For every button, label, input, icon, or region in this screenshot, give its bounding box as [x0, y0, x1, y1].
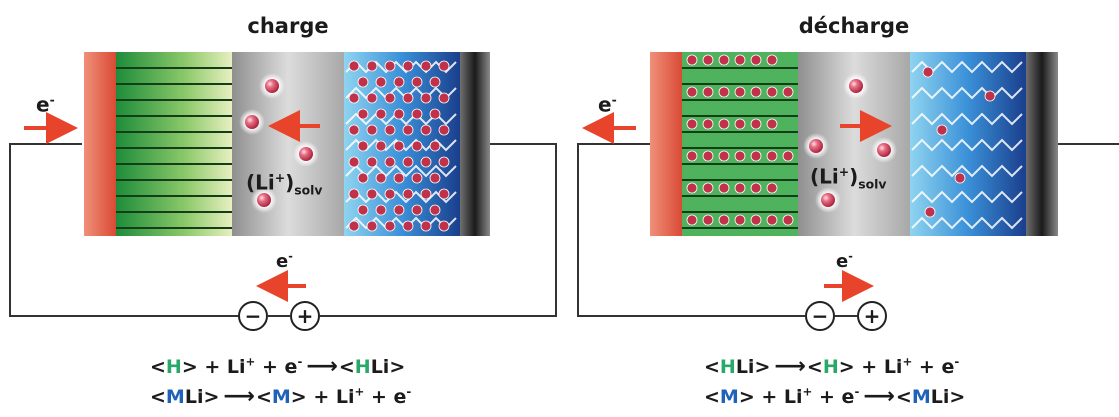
- reaction-arrow-icon: ⟶: [774, 354, 806, 379]
- charge-circuit-wire: [9, 143, 238, 317]
- charge-electron-label: e-: [36, 92, 55, 117]
- reaction-arrow-icon: ⟶: [306, 354, 338, 379]
- decharge-plus-symbol: +: [863, 304, 881, 328]
- charge-cathode-ions: [348, 60, 450, 232]
- decharge-intercalated-ions: [686, 54, 794, 226]
- decharge-graphite-layers: [682, 67, 798, 229]
- decharge-wire-electron-label: e-: [836, 250, 853, 272]
- charge-circuit-wire-right: [320, 143, 557, 317]
- decharge-collector-right: [1026, 52, 1058, 236]
- decharge-equation-2: <M> + Li+ + e-⟶<MLi>: [704, 384, 966, 409]
- charge-title: charge: [247, 14, 329, 38]
- charge-minus-terminal: [238, 301, 268, 331]
- decharge-solvated-ions: [803, 73, 897, 213]
- decharge-circuit-wire: [577, 143, 805, 317]
- charge-graphite-layers: [116, 67, 232, 229]
- decharge-collector-left: [650, 52, 682, 236]
- decharge-equation-1: <HLi>⟶<H> + Li+ + e-: [704, 354, 960, 379]
- charge-electrolyte: [232, 52, 344, 236]
- charge-panel: [9, 52, 557, 331]
- charge-equation-1: <H> + Li+ + e-⟶<HLi>: [150, 354, 406, 379]
- reaction-arrow-icon: ⟶: [223, 384, 255, 409]
- charge-collector-right: [460, 52, 490, 236]
- reaction-arrow-icon: ⟶: [863, 384, 895, 409]
- charge-plus-terminal: [290, 301, 320, 331]
- decharge-minus-terminal: [805, 301, 835, 331]
- decharge-plus-terminal: [857, 301, 887, 331]
- charge-anode-graphite: [116, 52, 232, 236]
- decharge-anode-graphite: [682, 52, 798, 236]
- charge-ion-label: (Li+)solv: [246, 170, 323, 198]
- decharge-panel: [577, 52, 1119, 331]
- charge-solvated-ions: [239, 73, 319, 213]
- decharge-minus-symbol: −: [811, 304, 829, 328]
- decharge-ion-label: (Li+)solv: [810, 164, 887, 192]
- decharge-cathode-ions: [922, 66, 996, 218]
- decharge-electron-label: e-: [598, 92, 617, 117]
- decharge-cathode-zigzag: [911, 60, 1023, 230]
- charge-plus-symbol: +: [296, 304, 314, 328]
- charge-wire-electron-label: e-: [276, 250, 293, 272]
- decharge-title: décharge: [798, 14, 910, 38]
- charge-minus-symbol: −: [244, 304, 262, 328]
- charge-collector-left: [84, 52, 116, 236]
- charge-equation-2: <MLi>⟶<M> + Li+ + e-: [150, 384, 412, 409]
